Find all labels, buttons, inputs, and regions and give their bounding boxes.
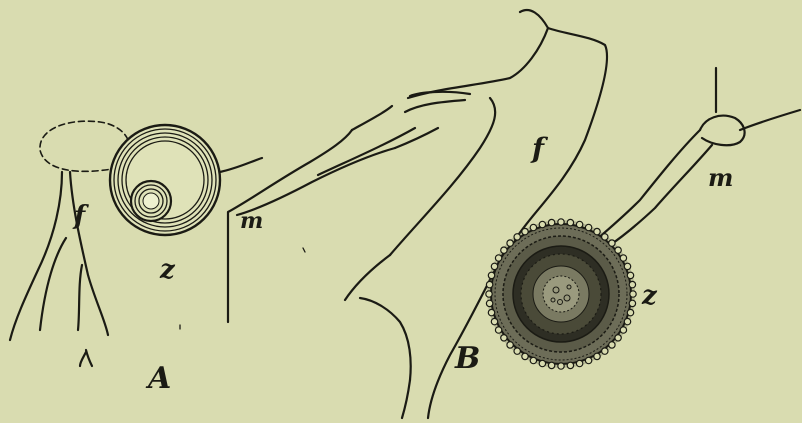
zygote-spine: [567, 362, 573, 368]
panel-a-label-m: m: [240, 208, 263, 234]
panel-b-label-z: z: [641, 281, 658, 311]
zygote-spine: [624, 318, 630, 324]
zygote-spine: [630, 291, 636, 297]
panel-b-label-m: m: [708, 163, 733, 192]
zygote-spine: [522, 228, 528, 234]
zygote-spine: [486, 281, 492, 287]
panel-a: f z m A: [10, 106, 438, 396]
zygote-spine: [594, 228, 600, 234]
zygote-spine: [514, 348, 520, 354]
zygote-spine: [488, 272, 494, 278]
zygote-spine: [620, 255, 626, 261]
zygote-spine: [486, 291, 492, 297]
zygote-spine: [548, 362, 554, 368]
zygote-spine: [609, 342, 615, 348]
zygote-spine: [501, 247, 507, 253]
panel-b-zygote-z: [486, 219, 636, 369]
zygote-spine: [629, 300, 635, 306]
zygote-spine: [615, 335, 621, 341]
zygote-spine: [548, 219, 554, 225]
zygote-spine: [627, 272, 633, 278]
zygote-spine: [558, 219, 564, 225]
zygote-spine: [576, 221, 582, 227]
zygote-spine: [609, 240, 615, 246]
panel-a-label: A: [145, 361, 171, 396]
zygote-spine: [539, 221, 545, 227]
panel-b-filament-m: [596, 68, 800, 245]
zygote-spine: [507, 240, 513, 246]
zygote-spine: [530, 224, 536, 230]
zygote-spine: [615, 247, 621, 253]
zygote-spine: [495, 327, 501, 333]
zygote-spine: [501, 335, 507, 341]
zygote-spine: [567, 219, 573, 225]
zygote-spine: [539, 360, 545, 366]
panel-a-dot: [303, 248, 305, 252]
zygote-spine: [627, 309, 633, 315]
zygote-spine: [585, 224, 591, 230]
zygote-spine: [507, 342, 513, 348]
zygote-spine: [522, 353, 528, 359]
zygote-spine: [576, 360, 582, 366]
zygote-spine: [629, 281, 635, 287]
zygote-spine: [594, 353, 600, 359]
zygote-spine: [495, 255, 501, 261]
zygote-spine: [624, 263, 630, 269]
zygote-spine: [491, 263, 497, 269]
panel-b-label-f: f: [530, 132, 549, 165]
panel-a-label-z: z: [159, 255, 176, 285]
panel-b-label: B: [454, 341, 480, 376]
zygote-spine: [585, 357, 591, 363]
zygote-spine: [602, 234, 608, 240]
zygote-spine: [486, 300, 492, 306]
zygote-spine: [514, 234, 520, 240]
zygote-spine: [530, 357, 536, 363]
zygote-spine: [491, 318, 497, 324]
zygote-spine: [488, 309, 494, 315]
panel-a-zygote-z: [110, 125, 220, 235]
zygote-spine: [620, 327, 626, 333]
zygote-spine: [558, 363, 564, 369]
zygote-spine: [602, 348, 608, 354]
panel-a-filament-f: [10, 172, 108, 366]
panel-b: f z m B: [345, 10, 800, 418]
panel-a-label-f: f: [72, 201, 89, 231]
